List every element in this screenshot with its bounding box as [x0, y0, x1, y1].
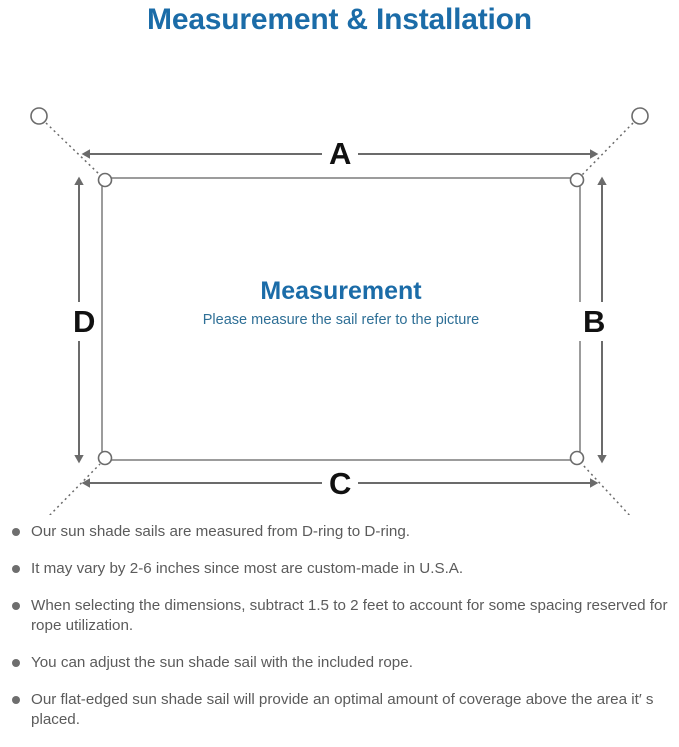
bullet-icon	[12, 528, 20, 536]
rope-line-bottom-left	[48, 463, 101, 515]
sail-center-heading: Measurement	[260, 277, 422, 305]
list-item: Our flat-edged sun shade sail will provi…	[0, 690, 679, 730]
note-text: You can adjust the sun shade sail with t…	[31, 654, 413, 671]
sun-shade-sail-measurement-diagram: A B C D Measurement Please measure the s…	[0, 40, 679, 515]
dimension-label-c: C	[322, 468, 359, 499]
list-item: It may vary by 2-6 inches since most are…	[0, 559, 679, 579]
d-ring-bottom-right	[569, 450, 585, 466]
d-ring-top-left	[97, 172, 113, 188]
anchor-ring-top-right	[631, 107, 649, 125]
anchor-rings	[30, 107, 649, 125]
note-text: When selecting the dimensions, subtract …	[31, 597, 668, 634]
rope-line-bottom-right	[581, 463, 631, 515]
diagram-canvas	[30, 107, 649, 515]
bullet-icon	[12, 602, 20, 610]
d-ring-bottom-left	[97, 450, 113, 466]
note-text: Our sun shade sails are measured from D-…	[31, 523, 410, 540]
rope-line-top-right	[581, 122, 634, 176]
list-item: Our sun shade sails are measured from D-…	[0, 522, 679, 542]
sail-center-text: Measurement Please measure the sail refe…	[102, 276, 580, 331]
d-rings	[97, 172, 585, 466]
dimension-label-d: D	[68, 302, 101, 341]
dimension-label-b: B	[578, 302, 611, 341]
sail-center-subtext: Please measure the sail refer to the pic…	[202, 312, 480, 328]
page-title: Measurement & Installation	[147, 3, 532, 36]
anchor-ring-top-left	[30, 107, 48, 125]
list-item: You can adjust the sun shade sail with t…	[0, 653, 679, 673]
list-item: When selecting the dimensions, subtract …	[0, 596, 679, 636]
rope-lines	[45, 122, 634, 515]
notes-list: Our sun shade sails are measured from D-…	[0, 522, 679, 747]
note-text: Our flat-edged sun shade sail will provi…	[31, 691, 654, 728]
dimension-label-a: A	[322, 138, 359, 169]
bullet-icon	[12, 659, 20, 667]
bullet-icon	[12, 565, 20, 573]
d-ring-top-right	[569, 172, 585, 188]
bullet-icon	[12, 696, 20, 704]
rope-line-top-left	[45, 122, 101, 176]
note-text: It may vary by 2-6 inches since most are…	[31, 560, 464, 577]
